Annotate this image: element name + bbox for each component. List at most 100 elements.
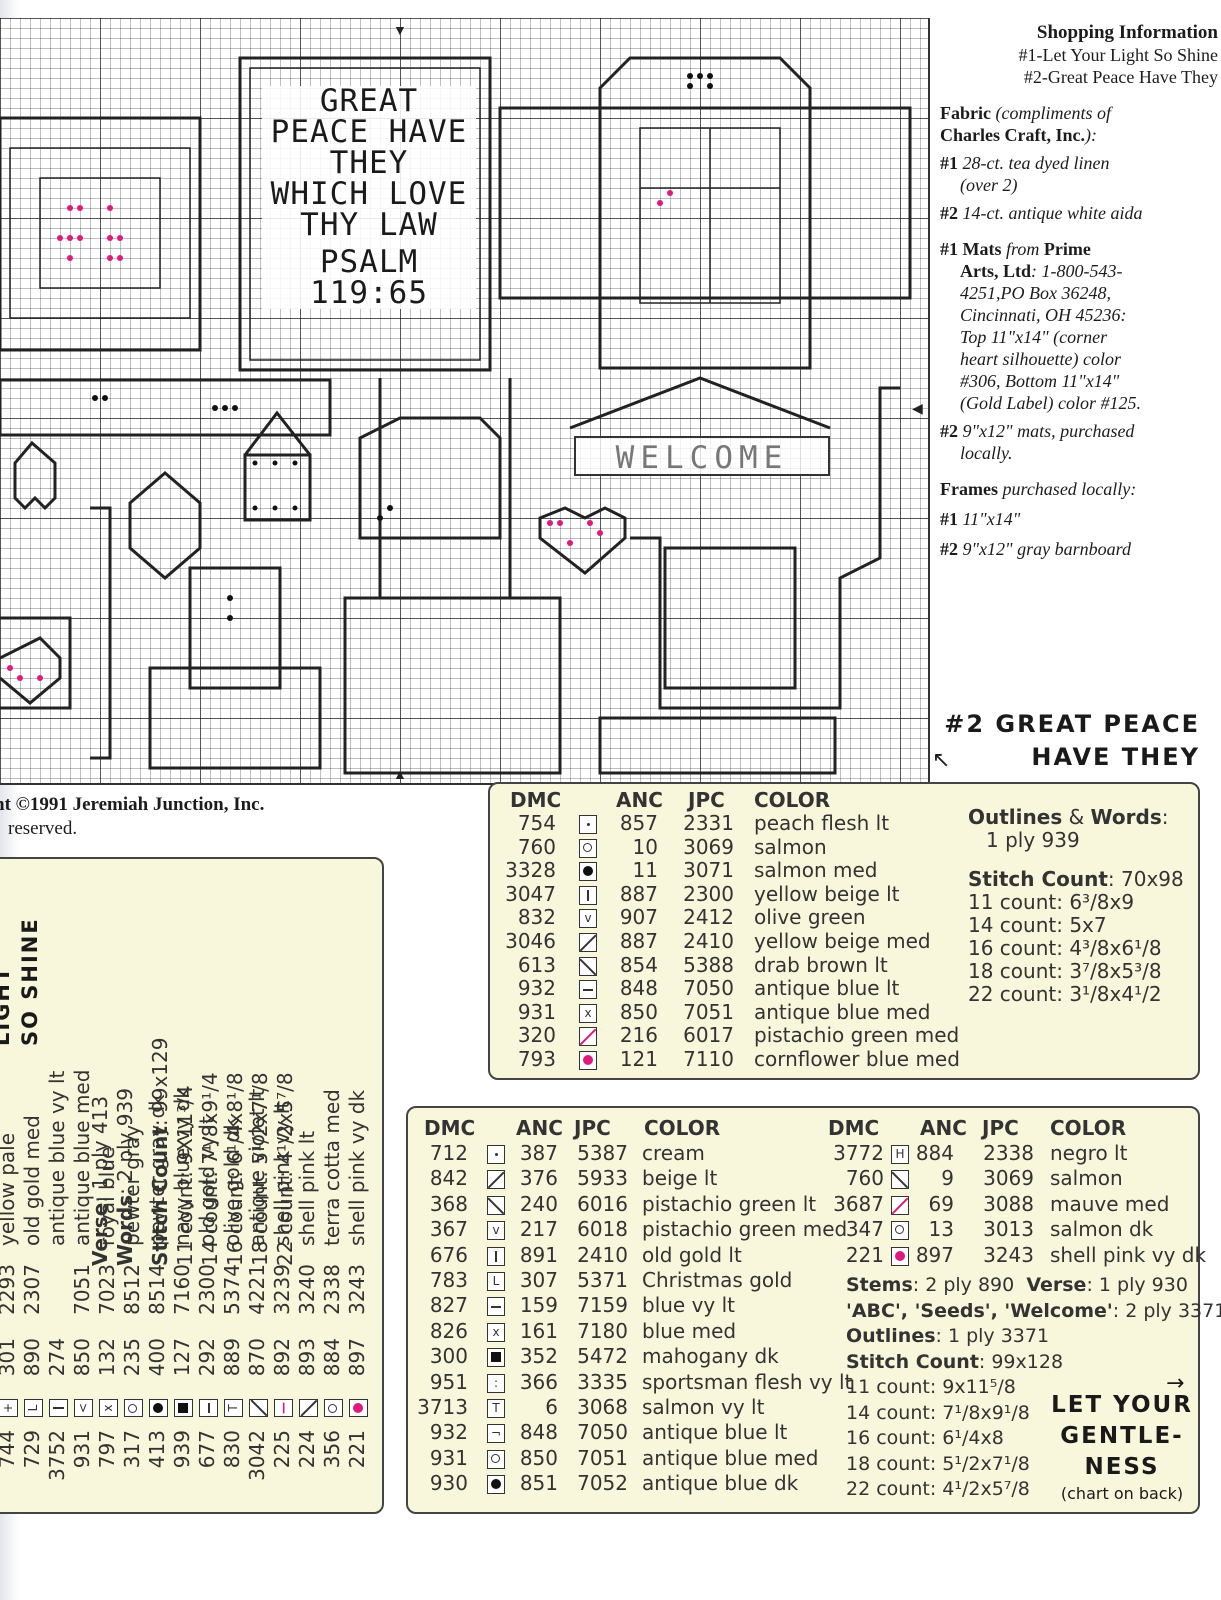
arrow-up-left-icon: ↖: [932, 748, 953, 773]
key-cell-anc: 889: [220, 1338, 244, 1377]
key-cell-anc: 848: [519, 1420, 558, 1445]
key-cell-dmc: 613: [517, 952, 556, 977]
motif-hanging-sign: [243, 453, 312, 522]
key-cell-color: salmon vy lt: [642, 1394, 765, 1419]
verse-line: PEACE HAVE: [270, 114, 468, 150]
copyright-line: ht ©1991 Jeremiah Junction, Inc.: [0, 794, 265, 815]
key2-header-dmc: DMC: [424, 1116, 476, 1140]
center-arrow-bottom-icon: ▲: [393, 766, 407, 782]
key-cell-jpc: 3069: [683, 834, 734, 859]
key-cell-color: sportsman flesh vy lt: [642, 1369, 853, 1394]
key-cell-jpc: 6018: [577, 1217, 628, 1242]
symbol-icon: [579, 838, 597, 858]
key-cell-anc: 6: [545, 1394, 558, 1419]
key-cell-jpc: 5388: [683, 952, 734, 977]
key-cell-dmc: 413: [145, 1430, 169, 1469]
key-cell-jpc: 7051: [70, 1264, 94, 1315]
key-cell-anc: 850: [619, 999, 658, 1024]
light-title-line: LIGHT: [0, 965, 14, 1046]
stitch-count: Stitch Count: 70x98: [968, 867, 1184, 891]
copyright-line: reserved.: [8, 818, 78, 839]
key-cell-color: mahogany dk: [642, 1344, 779, 1369]
key-cell-jpc: 5371: [577, 1267, 628, 1292]
key3-dmc-column: 9867447293752931797317413939677830304222…: [0, 1430, 370, 1492]
symbol-icon: :: [487, 1373, 505, 1393]
key-cell-anc: 217: [519, 1217, 558, 1242]
key-cell-anc: 376: [519, 1166, 558, 1191]
key-cell-jpc: 2293: [0, 1264, 19, 1315]
symbol-icon: [487, 1475, 505, 1495]
key-cell-jpc: 3240: [295, 1264, 319, 1315]
verse-line: THY LAW: [300, 207, 438, 243]
key-cell-color: antique blue lt: [642, 1420, 788, 1445]
key1-header-color: COLOR: [754, 788, 831, 812]
key-cell-jpc: 5472: [577, 1344, 628, 1369]
key-cell-jpc: 7050: [683, 976, 734, 1001]
key-cell-anc: 857: [619, 811, 658, 835]
key-cell-jpc: 2412: [683, 905, 734, 930]
symbol-icon: [579, 956, 597, 976]
chart-motifs: [0, 56, 912, 775]
arrow-right-icon: →: [1166, 1371, 1185, 1396]
motif-armchair: [663, 546, 797, 690]
key-cell-anc: 891: [519, 1242, 558, 1267]
key-cell-dmc: 300: [429, 1344, 468, 1369]
symbol-icon: [579, 1027, 597, 1047]
symbol-icon: [487, 1449, 505, 1469]
symbol-icon: [249, 1399, 268, 1417]
mats-1: #1 Mats from Prime: [940, 239, 1091, 259]
frames-heading: Frames purchased locally:: [940, 479, 1137, 499]
symbol-icon: [487, 1246, 505, 1266]
rotated-key-content: LIGHT SO SHINE Verse: 1 ply 413 Words: 2…: [0, 859, 386, 1514]
key-cell-color: navy blue vy dk: [170, 1087, 194, 1246]
symbol-icon: [487, 1170, 505, 1190]
key-cell-anc: 870: [245, 1338, 269, 1377]
key-cell-dmc: 3752: [45, 1430, 69, 1481]
key-cell-jpc: 7050: [577, 1420, 628, 1445]
key-cell-dmc: 760: [517, 834, 556, 859]
outlines-note: Outlines & Words:: [968, 805, 1169, 829]
key2-header-jpc: JPC: [574, 1116, 611, 1140]
key-cell-dmc: 951: [429, 1369, 468, 1394]
key-cell-color: cornflower blue med: [754, 1046, 960, 1071]
verse-line: PSALM: [319, 244, 419, 280]
key-cell-anc: 366: [519, 1369, 558, 1394]
key-cell-jpc: 3243: [345, 1264, 369, 1315]
symbol-icon: ¬: [487, 1424, 505, 1444]
symbol-icon: [349, 1399, 368, 1417]
key-cell-anc: 897: [915, 1242, 954, 1267]
count-line: 18 count: 3⁷/8x5³/8: [968, 959, 1162, 983]
key-cell-dmc: 729: [20, 1430, 44, 1469]
key-cell-dmc: 3328: [505, 858, 556, 883]
symbol-icon: +: [0, 1399, 18, 1417]
fabric-2: #2 14-ct. antique white aida: [940, 203, 1143, 223]
key-cell-anc: 848: [619, 976, 658, 1001]
center-arrow-top-icon: ▼: [393, 22, 407, 38]
key2-header-jpc-right: JPC: [982, 1116, 1019, 1140]
gentleness-title-line: NESS: [1084, 1454, 1160, 1480]
key-cell-jpc: 2300: [683, 881, 734, 906]
key2-header-color-right: COLOR: [1050, 1116, 1127, 1140]
key-cell-color: antique blue med: [642, 1445, 819, 1470]
motif-shelf: [0, 378, 332, 437]
key-cell-anc: 11: [632, 858, 658, 883]
key-cell-anc: 235: [120, 1338, 144, 1377]
motif-clock: [598, 56, 812, 370]
key-cell-anc: 892: [270, 1338, 294, 1377]
chart-2-title: #2 GREAT PEACE HAVE THEY ↖: [930, 708, 1200, 774]
key-cell-dmc: 221: [845, 1242, 884, 1267]
key-cell-color: olive green: [754, 905, 866, 930]
key-cell-color: blue med: [642, 1318, 737, 1343]
color-key-let-your-light: LIGHT SO SHINE Verse: 1 ply 413 Words: 2…: [0, 857, 384, 1514]
key-cell-dmc: 842: [429, 1166, 468, 1191]
mats-1-line: 4251,PO Box 36248,: [960, 283, 1111, 303]
shopping-information: Shopping Information #1-Let Your Light S…: [940, 22, 1218, 560]
key-cell-color: old gold med: [20, 1115, 44, 1246]
motif-hanging-heart: [538, 506, 627, 575]
cross-stitch-chart: GREAT PEACE HAVE THEY WHICH LOVE THY LAW…: [0, 18, 930, 785]
